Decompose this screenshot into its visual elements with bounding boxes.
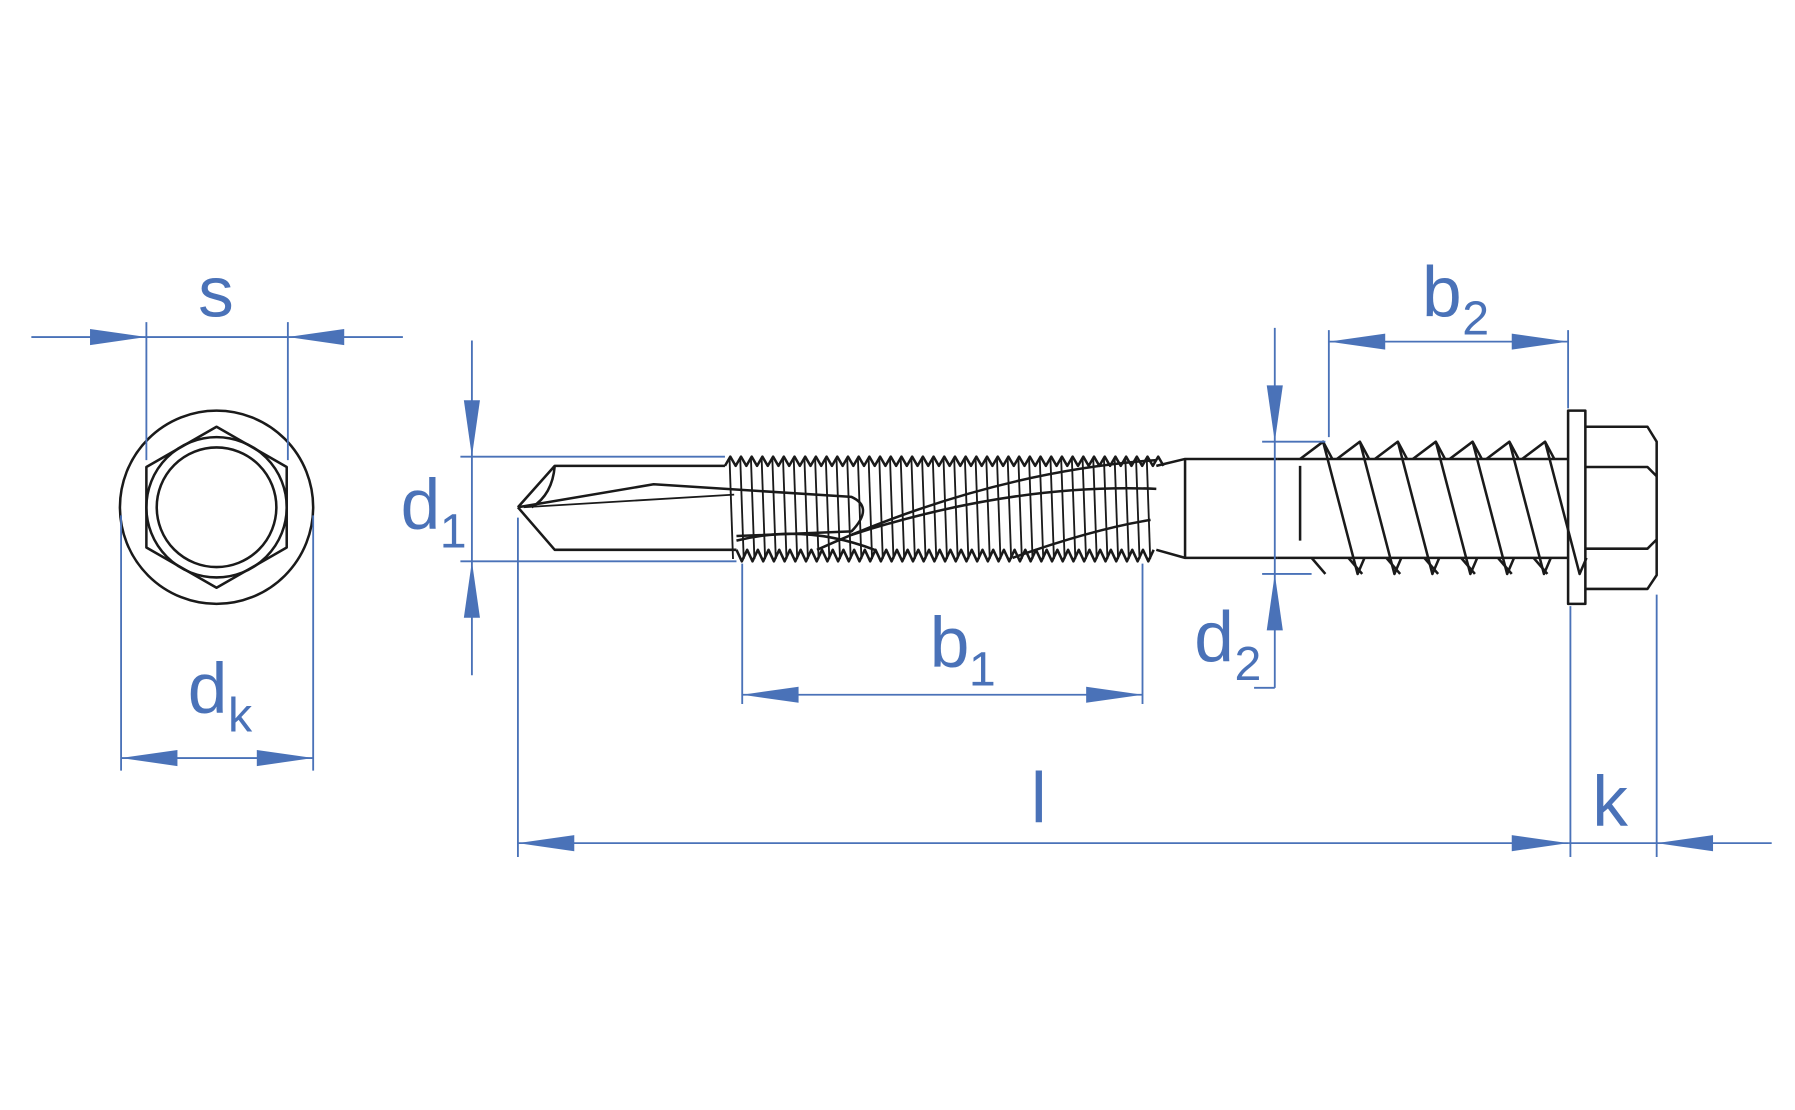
thread-line	[1485, 440, 1553, 576]
thread-line	[1299, 440, 1366, 576]
label-d1: d	[401, 465, 441, 545]
thread-line	[910, 458, 916, 560]
dimension-s: s	[31, 252, 403, 461]
label-dk-sub: k	[228, 689, 253, 743]
label-l: l	[1031, 758, 1047, 838]
thread-line	[771, 458, 777, 560]
thread-line	[1532, 557, 1549, 575]
thread-line	[1006, 458, 1013, 560]
thread-line	[1460, 557, 1476, 575]
thread-line	[996, 458, 1002, 560]
thread-line	[782, 458, 788, 560]
thread-line	[1038, 458, 1045, 560]
thread-line	[1017, 458, 1023, 560]
thread-line	[792, 458, 799, 560]
thread-line	[1012, 518, 1151, 560]
label-b2: b	[1422, 252, 1462, 332]
thread-line	[1374, 440, 1441, 576]
label-b1-sub: 1	[969, 643, 996, 697]
thread-line	[974, 458, 980, 560]
label-d1-sub: 1	[440, 505, 467, 559]
thread-line	[931, 458, 938, 560]
thread-line	[723, 455, 1165, 468]
drill-thread	[723, 455, 1165, 563]
thread-line	[1081, 458, 1087, 560]
thread-line	[728, 458, 734, 560]
thread-line	[835, 458, 841, 560]
label-k: k	[1592, 762, 1628, 842]
wood-thread	[1277, 440, 1588, 576]
thread-line	[1113, 458, 1120, 560]
thread-line	[760, 458, 767, 560]
thread-line	[1521, 440, 1588, 576]
thread-line	[1145, 458, 1152, 560]
label-d2: d	[1194, 597, 1234, 677]
thread-line	[846, 458, 852, 560]
screw-side-view	[516, 409, 1658, 606]
thread-line	[857, 458, 863, 560]
thread-line	[1049, 458, 1055, 560]
dimension-d2: d 2	[1194, 327, 1326, 691]
thread-line	[1060, 458, 1066, 560]
thread-line	[1412, 440, 1479, 576]
thread-line	[803, 458, 809, 560]
thread-line	[1448, 440, 1516, 576]
thread-line	[1347, 557, 1364, 575]
dimension-l: l	[516, 517, 1572, 857]
thread-line	[1423, 557, 1440, 575]
thread-line	[1103, 458, 1109, 560]
label-b2-sub: 2	[1462, 292, 1489, 346]
thread-line	[750, 458, 756, 560]
thread-line	[953, 458, 959, 560]
thread-line	[824, 458, 831, 560]
dimension-dk: d k	[120, 515, 315, 771]
thread-line	[1092, 458, 1098, 560]
thread-line	[851, 487, 1157, 537]
thread-line	[1385, 557, 1402, 575]
label-s: s	[198, 252, 234, 332]
label-d2-sub: 2	[1235, 637, 1262, 691]
thread-line	[1277, 457, 1569, 560]
label-b1: b	[930, 603, 970, 683]
dimension-k: k	[1568, 594, 1772, 857]
thread-line	[899, 458, 906, 560]
thread-line	[1124, 458, 1130, 560]
label-dk: d	[188, 649, 228, 729]
thread-line	[1496, 557, 1513, 575]
thread-line	[963, 458, 970, 560]
thread-line	[1310, 557, 1327, 575]
thread-line	[739, 458, 745, 560]
thread-line	[1028, 458, 1034, 560]
thread-line	[1336, 440, 1403, 576]
dimension-b2: b 2	[1327, 252, 1570, 438]
thread-line	[878, 458, 884, 560]
thread-line	[867, 458, 873, 560]
thread-line	[921, 458, 927, 560]
dimension-d1: d 1	[401, 340, 737, 676]
thread-line	[985, 458, 991, 560]
head-top-view	[118, 409, 315, 606]
dimension-b1: b 1	[741, 563, 1144, 704]
thread-line	[1070, 458, 1077, 560]
thread-line	[1135, 458, 1141, 560]
thread-line	[889, 458, 895, 560]
thread-line	[735, 548, 1155, 563]
thread-line	[814, 458, 820, 560]
